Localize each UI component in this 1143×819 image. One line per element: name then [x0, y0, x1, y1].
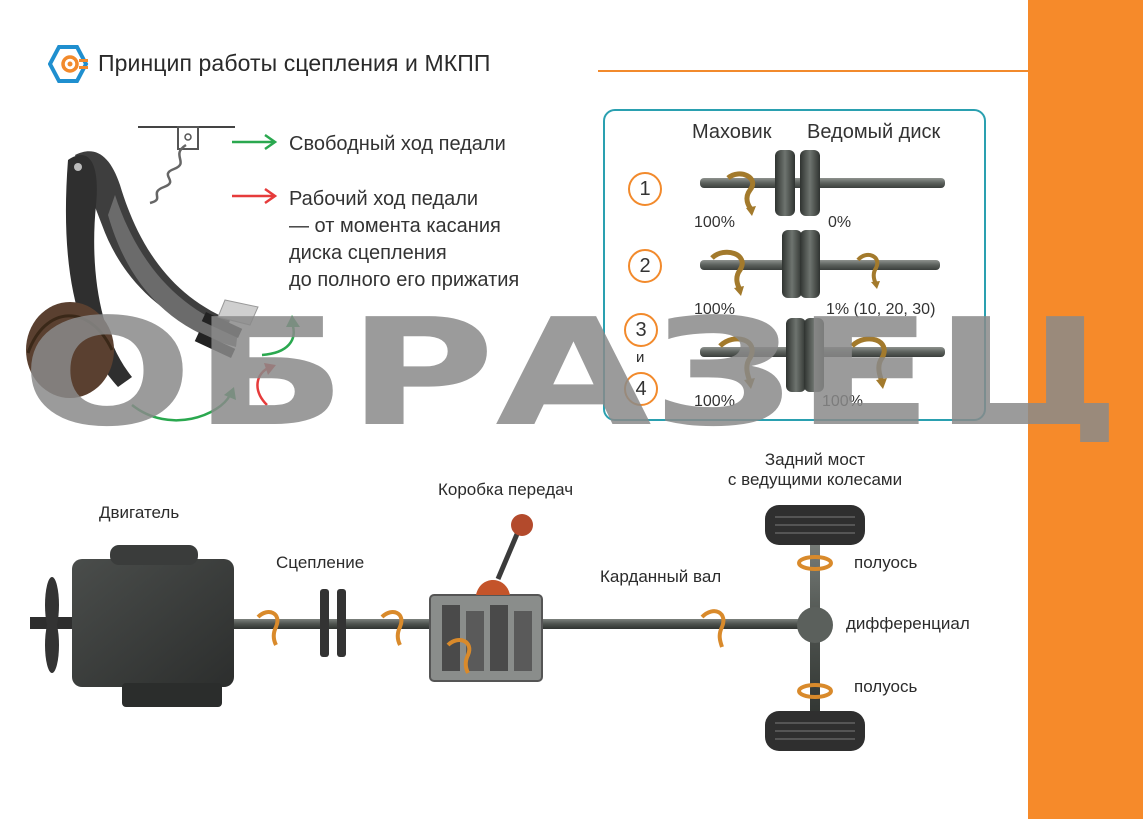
- working-travel-arrow-icon: [232, 187, 278, 205]
- page-title: Принцип работы сцепления и МКПП: [98, 50, 491, 76]
- drivetrain-illustration: [30, 505, 865, 751]
- driven-disc-percent: 0%: [828, 214, 852, 231]
- flywheel-percent: 100%: [694, 301, 735, 318]
- side-accent-bar: [1028, 0, 1143, 819]
- flywheel-percent: 100%: [694, 214, 735, 231]
- engine-label: Двигатель: [99, 503, 180, 522]
- driveshaft-label: Карданный вал: [600, 567, 722, 586]
- working-travel-label: Рабочий ход педали — от момента касания …: [289, 186, 609, 294]
- working-travel-line: — от момента касания: [289, 215, 501, 237]
- logo-icon: [48, 45, 89, 83]
- free-travel-arrow-icon: [232, 133, 278, 151]
- clutch-disc-stages-illustration: [700, 150, 945, 392]
- stage-number-badge: 2: [628, 249, 662, 283]
- stage-number-badge: 4: [624, 372, 658, 406]
- title-rule: [598, 70, 1028, 72]
- rear-axle-line: Задний мост: [764, 450, 866, 469]
- stage-number-badge: 3: [624, 313, 658, 347]
- half-shaft-bottom-label: полуось: [854, 677, 918, 696]
- clutch-pedal-illustration: [26, 126, 300, 422]
- stage-connector: и: [636, 349, 645, 366]
- free-travel-label: Свободный ход педали: [289, 133, 506, 155]
- clutch-stages-panel: [603, 109, 986, 421]
- driven-disc-percent: 100%: [822, 393, 863, 410]
- working-travel-line: диска сцепления: [289, 242, 447, 264]
- stage-number-badge: 1: [628, 172, 662, 206]
- differential-label: дифференциал: [846, 614, 970, 633]
- driven-disc-percent: 1% (10, 20, 30): [826, 301, 936, 318]
- working-travel-line: до полного его прижатия: [289, 269, 520, 291]
- working-travel-line: Рабочий ход педали: [289, 188, 479, 210]
- flywheel-heading: Маховик: [692, 121, 772, 143]
- clutch-label: Сцепление: [276, 553, 365, 572]
- half-shaft-top-label: полуось: [854, 553, 918, 572]
- driven-disc-heading: Ведомый диск: [807, 121, 941, 143]
- rear-axle-label: Задний мост с ведущими колесами: [700, 450, 930, 490]
- rear-axle-line: с ведущими колесами: [727, 470, 903, 489]
- flywheel-percent: 100%: [694, 393, 735, 410]
- gearbox-label: Коробка передач: [438, 480, 574, 499]
